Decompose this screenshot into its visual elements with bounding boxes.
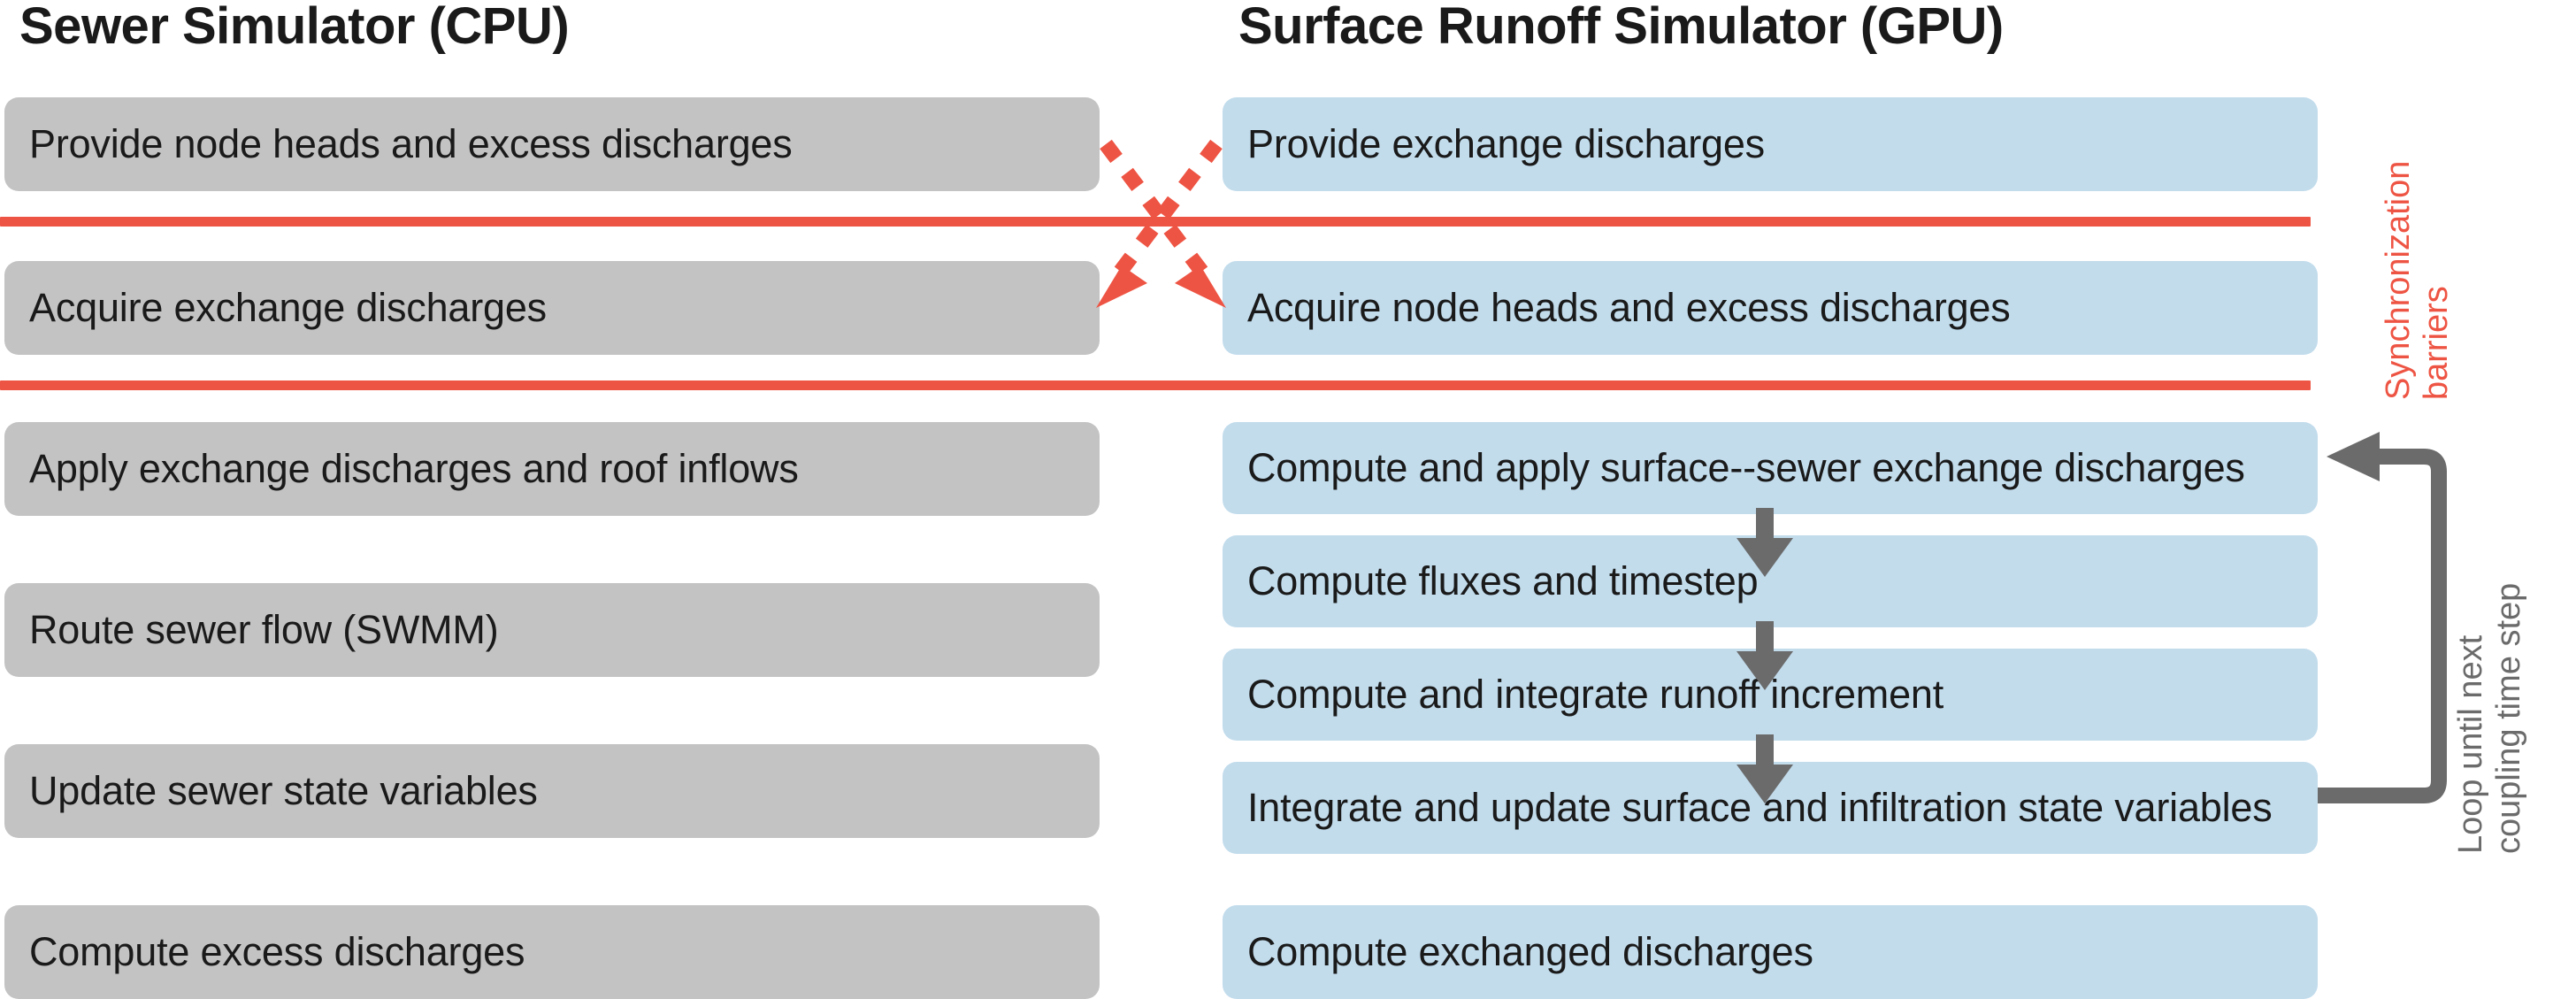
cpu-step-box-2[interactable]: Acquire exchange discharges — [4, 261, 1100, 355]
cpu-step-label-2: Acquire exchange discharges — [29, 285, 547, 330]
cpu-step-label-6: Compute excess discharges — [29, 929, 525, 974]
synchronization-barrier-line-1 — [0, 217, 2311, 227]
cpu-step-box-6[interactable]: Compute excess discharges — [4, 905, 1100, 999]
gpu-step-box-1[interactable]: Provide exchange discharges — [1223, 97, 2318, 191]
cpu-step-label-3: Apply exchange discharges and roof inflo… — [29, 446, 799, 491]
gpu-step-box-3[interactable]: Compute and apply surface--sewer exchang… — [1223, 422, 2318, 514]
synchronization-barriers-annotation: Synchronization barriers — [2380, 161, 2457, 400]
gpu-step-label-1: Provide exchange discharges — [1247, 121, 1765, 166]
cpu-step-box-3[interactable]: Apply exchange discharges and roof inflo… — [4, 422, 1100, 516]
gpu-step-label-2: Acquire node heads and excess discharges — [1247, 285, 2011, 330]
gpu-step-label-7: Compute exchanged discharges — [1247, 929, 1813, 974]
gpu-step-box-6[interactable]: Integrate and update surface and infiltr… — [1223, 762, 2318, 854]
loop-annotation: Loop until next coupling time step — [2452, 583, 2529, 854]
gpu-step-label-6: Integrate and update surface and infiltr… — [1247, 785, 2273, 830]
gpu-step-label-5: Compute and integrate runoff increment — [1247, 672, 1944, 717]
loop-annotation-line-2: coupling time step — [2490, 582, 2528, 854]
column-header-gpu: Surface Runoff Simulator (GPU) — [1238, 0, 2004, 55]
loop-back-arrow — [2318, 432, 2447, 803]
cpu-step-label-1: Provide node heads and excess discharges — [29, 121, 793, 166]
cpu-step-box-4[interactable]: Route sewer flow (SWMM) — [4, 583, 1100, 677]
cpu-step-label-4: Route sewer flow (SWMM) — [29, 607, 499, 652]
gpu-step-box-5[interactable]: Compute and integrate runoff increment — [1223, 649, 2318, 741]
gpu-step-box-7[interactable]: Compute exchanged discharges — [1223, 905, 2318, 999]
sync-annotation-line-2: barriers — [2418, 286, 2456, 400]
gpu-step-box-4[interactable]: Compute fluxes and timestep — [1223, 535, 2318, 627]
sync-annotation-line-1: Synchronization — [2380, 160, 2417, 400]
gpu-step-box-2[interactable]: Acquire node heads and excess discharges — [1223, 261, 2318, 355]
synchronization-barrier-line-2 — [0, 380, 2311, 390]
column-header-cpu: Sewer Simulator (CPU) — [19, 0, 570, 55]
cpu-step-box-5[interactable]: Update sewer state variables — [4, 744, 1100, 838]
gpu-step-label-3: Compute and apply surface--sewer exchang… — [1247, 445, 2245, 490]
cpu-step-box-1[interactable]: Provide node heads and excess discharges — [4, 97, 1100, 191]
cpu-step-label-5: Update sewer state variables — [29, 768, 538, 813]
loop-annotation-line-1: Loop until next — [2452, 634, 2489, 854]
gpu-step-label-4: Compute fluxes and timestep — [1247, 558, 1759, 603]
